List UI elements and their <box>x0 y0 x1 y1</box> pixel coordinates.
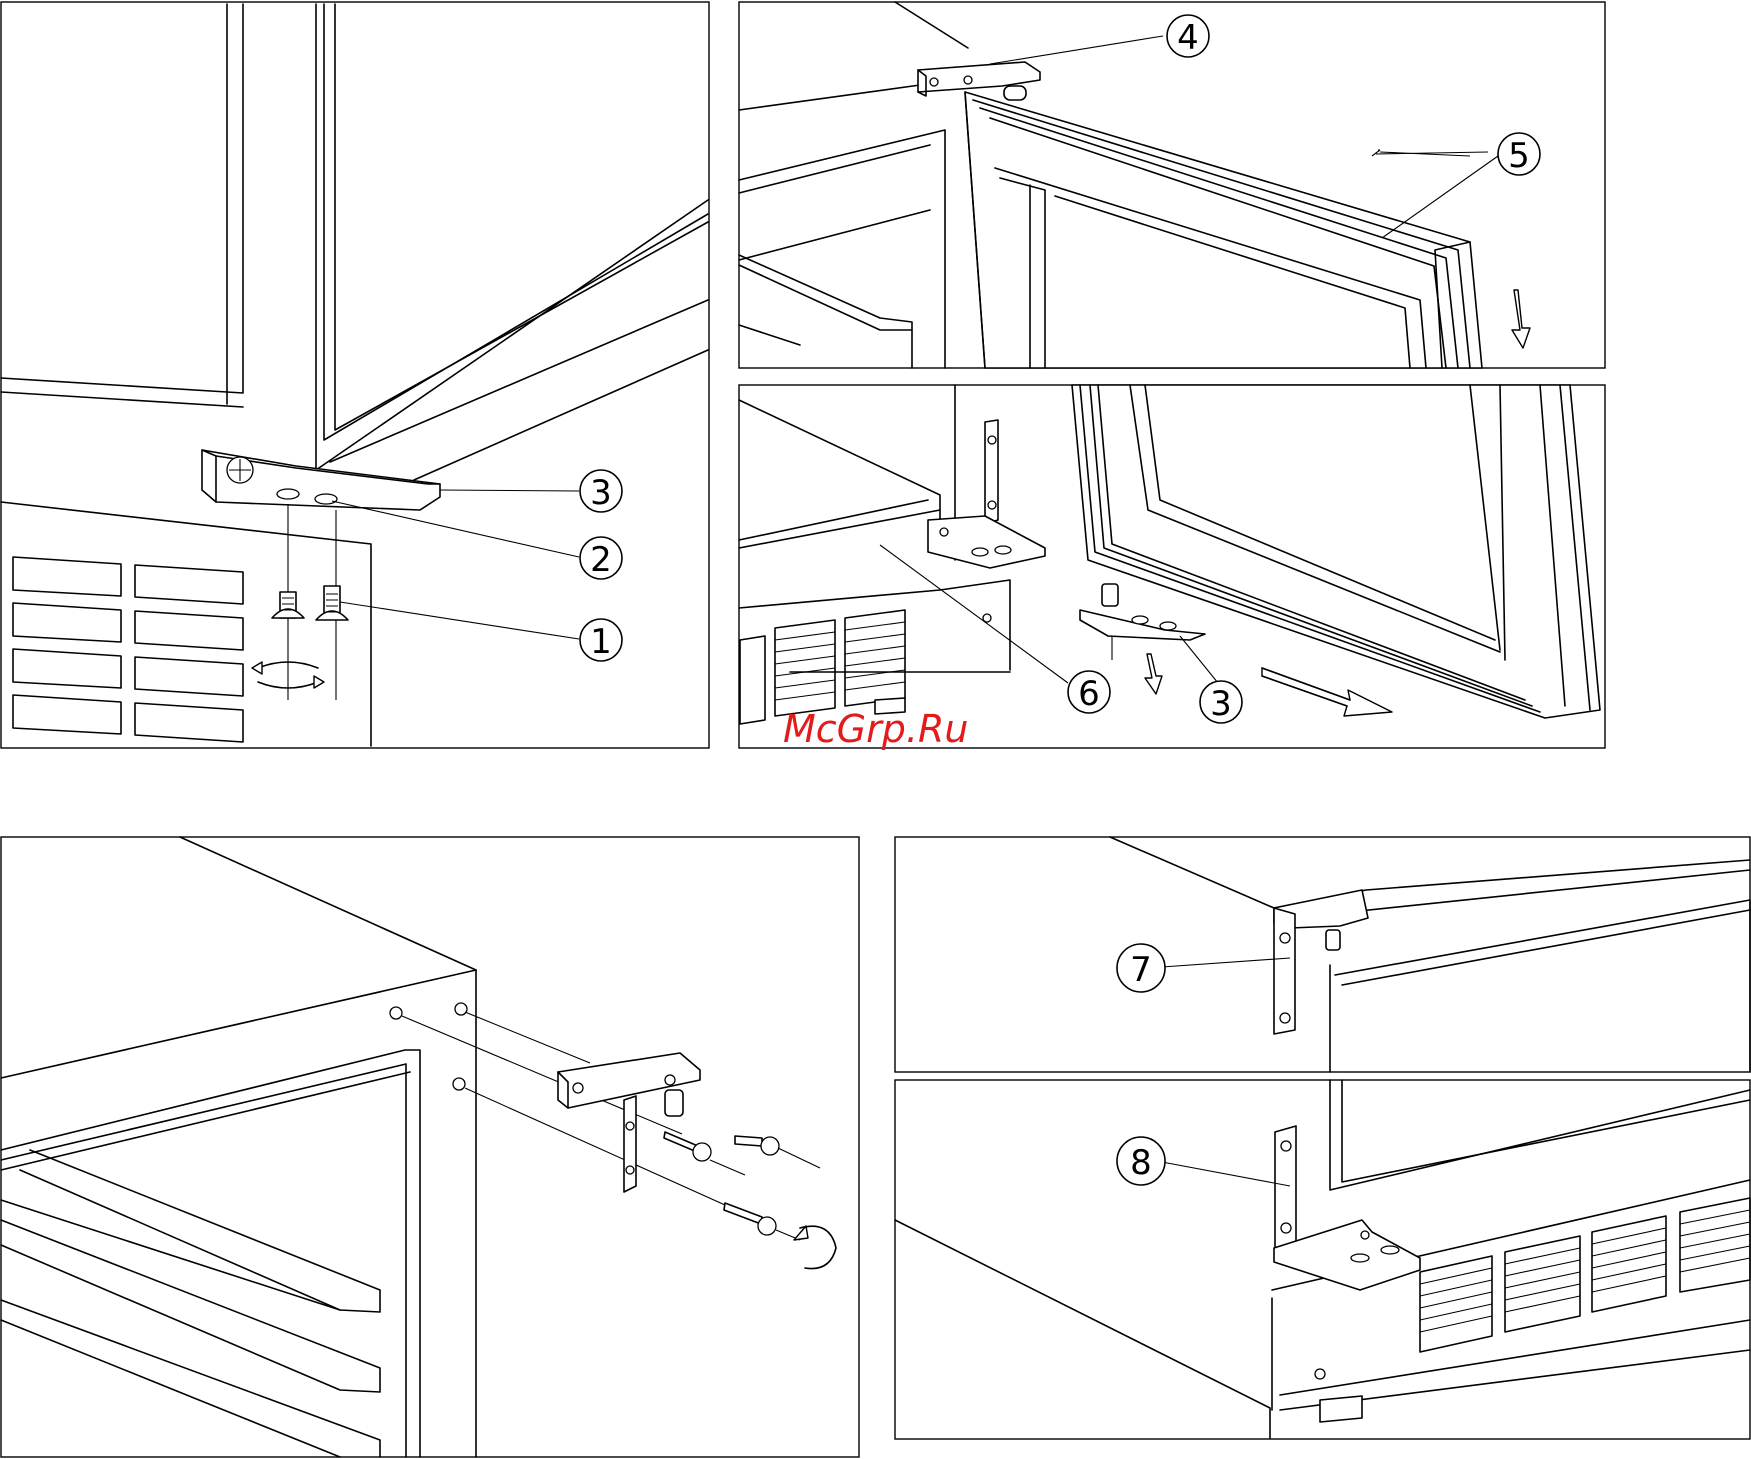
callout-3a: 3 <box>580 470 622 513</box>
svg-text:8: 8 <box>1130 1143 1152 1183</box>
callout-1: 1 <box>580 619 622 662</box>
callout-3b: 3 <box>1200 681 1242 724</box>
callout-2: 2 <box>580 537 622 580</box>
svg-text:1: 1 <box>590 622 612 662</box>
callout-8: 8 <box>1117 1137 1165 1185</box>
panel-hinge-7: 7 <box>895 837 1750 1072</box>
watermark: McGrp.Ru <box>783 707 968 751</box>
svg-text:6: 6 <box>1078 674 1100 714</box>
svg-text:7: 7 <box>1130 950 1152 990</box>
svg-text:3: 3 <box>590 473 612 513</box>
panel-hinge-8: 8 <box>895 1080 1750 1439</box>
panel-hinge-reinstall <box>1 837 859 1457</box>
panel-bottom-hinge-removal: 3 2 1 <box>1 2 709 748</box>
svg-text:4: 4 <box>1177 18 1199 58</box>
panel-door-removal-top: 4 5 <box>739 2 1605 368</box>
panel-door-slide-out: 6 3 <box>739 385 1605 748</box>
callout-6: 6 <box>1068 671 1110 714</box>
svg-text:3: 3 <box>1210 684 1232 724</box>
callout-5: 5 <box>1498 133 1540 176</box>
svg-text:5: 5 <box>1508 136 1530 176</box>
svg-text:2: 2 <box>590 540 612 580</box>
callout-4: 4 <box>1167 15 1209 58</box>
callout-7: 7 <box>1117 944 1165 992</box>
